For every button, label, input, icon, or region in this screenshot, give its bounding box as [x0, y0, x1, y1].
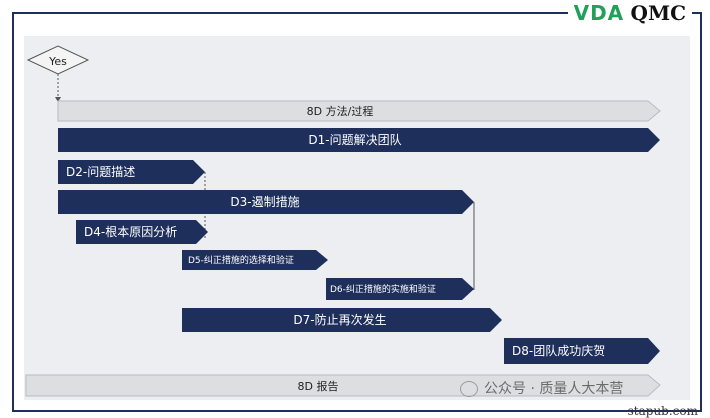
- wechat-icon: [460, 381, 478, 397]
- bar-d6-label: D6-纠正措施的实施和验证: [330, 283, 436, 295]
- bar-d7-label: D7-防止再次发生: [293, 312, 386, 327]
- bar-d2-label: D2-问题描述: [66, 165, 135, 179]
- bar-d1-label: D1-问题解决团队: [308, 132, 401, 147]
- watermark-text: 公众号 · 质量人大本营: [484, 381, 624, 397]
- connector-arrowhead: [55, 97, 61, 102]
- brand-vda: VDA: [573, 1, 625, 25]
- bar-d4-label: D4-根本原因分析: [84, 225, 177, 239]
- bar-report: [25, 374, 661, 397]
- diagram-frame: [12, 12, 702, 412]
- yes-label: Yes: [48, 55, 67, 68]
- brand-logo: VDA QMC: [567, 1, 692, 25]
- bar-report-label: 8D 报告: [298, 379, 339, 393]
- site-watermark: stapub.com: [627, 404, 698, 418]
- bar-d1: [58, 128, 660, 152]
- bar-d7: [182, 308, 502, 332]
- bar-d8-label: D8-团队成功庆贺: [512, 343, 605, 358]
- bar-d6: [326, 278, 474, 300]
- brand-qmc: QMC: [630, 1, 686, 25]
- wechat-watermark: 公众号 · 质量人大本营: [460, 378, 623, 398]
- bar-d3-label: D3-遏制措施: [230, 195, 299, 209]
- bar-d5-label: D5-纠正措施的选择和验证: [188, 254, 294, 266]
- bar-method-label: 8D 方法/过程: [307, 104, 374, 118]
- bar-method: [57, 100, 661, 122]
- bar-d8: [504, 338, 660, 364]
- bar-d2: [58, 160, 205, 184]
- bar-d3: [58, 190, 474, 214]
- bar-d5: [182, 250, 328, 270]
- bar-d4: [76, 220, 208, 244]
- yes-decision-diamond: [26, 45, 90, 75]
